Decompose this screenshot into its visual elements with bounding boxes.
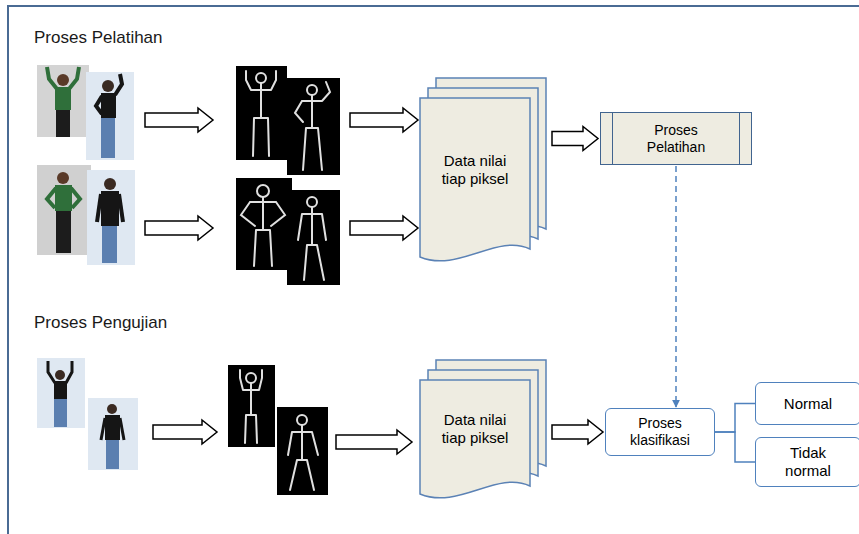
jacket [105, 415, 120, 440]
block-arrow [552, 420, 603, 444]
section-heading: Proses Pelatihan [34, 28, 163, 48]
skeleton-head [307, 197, 317, 207]
block-arrow [145, 216, 213, 240]
jeans [101, 118, 115, 158]
dashed-arrow [675, 166, 677, 407]
skeleton-images [228, 66, 340, 495]
jeans [54, 399, 67, 427]
rounded-box: Tidak normal [755, 437, 859, 487]
skeleton-limbs [241, 197, 285, 266]
connector-line [715, 432, 755, 462]
skeleton-head [246, 373, 256, 383]
skeleton-limbs [288, 425, 318, 490]
trousers [56, 211, 71, 253]
photo [86, 72, 134, 160]
skeleton-limbs [298, 207, 326, 280]
arm [48, 361, 55, 383]
arm [119, 194, 123, 222]
block-arrow [153, 420, 217, 444]
block-arrows [145, 108, 418, 454]
photo [37, 165, 91, 255]
arm [97, 194, 101, 222]
arm [120, 418, 124, 440]
photo-ground [88, 398, 138, 470]
skeleton-head [297, 415, 307, 425]
photo [37, 65, 89, 137]
arm [69, 67, 79, 89]
arm [101, 418, 105, 440]
arm [47, 67, 57, 89]
head [57, 172, 69, 184]
block-arrow [552, 127, 598, 151]
process-inner-line [739, 113, 740, 164]
jeans [102, 226, 117, 263]
skeleton-head [256, 73, 266, 83]
photo [87, 170, 135, 265]
top [54, 381, 67, 399]
skeleton-ground [287, 190, 340, 285]
skeleton-limbs [246, 71, 276, 156]
block-arrow [145, 108, 213, 132]
document-label: Data nilai tiap piksel [434, 411, 516, 447]
jacket [101, 191, 119, 226]
section-heading: Proses Pengujian [34, 313, 167, 333]
photo [88, 398, 138, 470]
rounded-box: Proses klasifikasi [605, 408, 715, 456]
skeleton-head [307, 85, 317, 95]
jeans [106, 440, 119, 469]
photo-ground [37, 165, 91, 255]
skeleton-ground [228, 365, 275, 447]
arm [66, 361, 72, 383]
trousers [56, 110, 70, 137]
top [101, 93, 116, 118]
photo-ground [37, 65, 89, 137]
shirt [55, 87, 71, 110]
box-label: Tidak normal [770, 444, 846, 480]
document-label: Data nilai tiap piksel [434, 152, 516, 188]
box-label: Normal [784, 395, 832, 413]
document-stack: Data nilai tiap piksel [418, 350, 550, 504]
arm [47, 188, 56, 208]
predefined-process-box: Proses Pelatihan [600, 112, 752, 165]
arm [71, 188, 80, 208]
head [55, 370, 65, 380]
skeleton-ground [236, 178, 292, 270]
skeleton-limbs [295, 82, 330, 170]
document-page [420, 380, 530, 498]
box-label: Proses klasifikasi [614, 415, 706, 449]
skeleton-limbs [240, 370, 262, 443]
skeleton-head [257, 185, 269, 197]
head [107, 404, 117, 414]
photo [37, 358, 85, 428]
head [57, 74, 69, 86]
document-page [420, 98, 530, 261]
skeleton-ground [236, 66, 287, 160]
block-arrow [350, 216, 418, 240]
skeleton-ground [277, 407, 328, 495]
rounded-box: Normal [755, 382, 859, 425]
arm [115, 74, 122, 95]
block-arrow [336, 430, 412, 454]
document-text-area: Data nilai tiap piksel [420, 380, 530, 478]
skeleton-ground [287, 78, 340, 175]
block-arrow [350, 108, 418, 132]
connector-line [715, 404, 755, 433]
process-inner-line [612, 113, 613, 164]
photo-ground [87, 170, 135, 265]
photo-ground [86, 72, 134, 160]
shirt [55, 185, 72, 211]
document-stack: Data nilai tiap piksel [418, 68, 550, 267]
box-label: Proses Pelatihan [625, 122, 727, 156]
head [102, 80, 114, 92]
head [104, 178, 116, 190]
photo-ground [37, 358, 85, 428]
document-text-area: Data nilai tiap piksel [420, 98, 530, 241]
frame-border [8, 6, 859, 534]
